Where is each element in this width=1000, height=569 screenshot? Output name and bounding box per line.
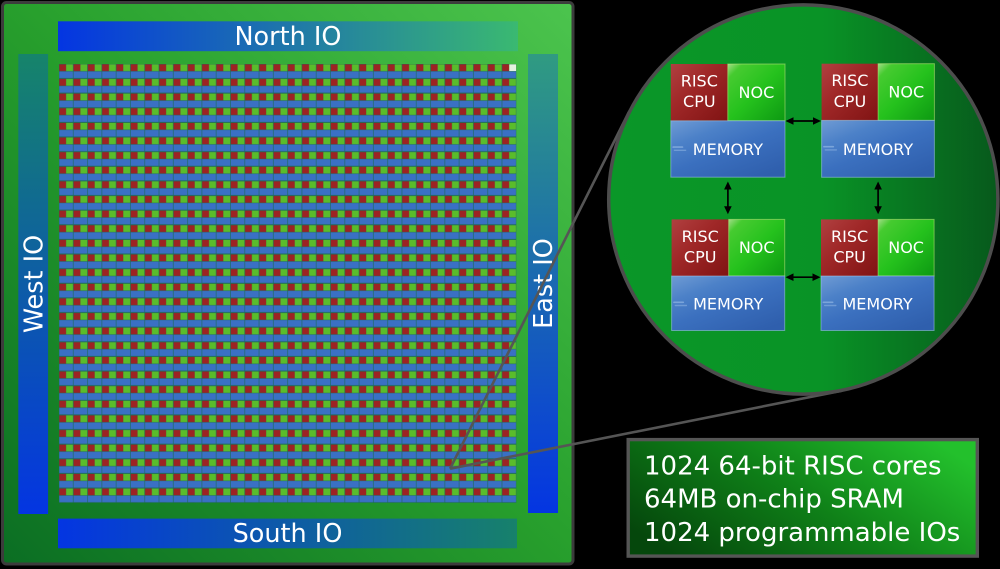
- callout-line-lower: [449, 389, 842, 470]
- memory-gloss-streak: [673, 149, 687, 151]
- zoom-circle: [606, 3, 1000, 396]
- memory-box: [670, 120, 786, 178]
- arrow-head-right: [812, 273, 821, 281]
- risc-cpu-label-line1: RISC: [831, 71, 868, 90]
- north-io-label: North IO: [234, 22, 341, 52]
- noc-box: [727, 63, 786, 122]
- info-box: 1024 64-bit RISC cores 64MB on-chip SRAM…: [626, 437, 980, 558]
- zoom-tile-top-left: RISC CPU NOC MEMORY: [670, 63, 786, 178]
- noc-label: NOC: [739, 238, 775, 257]
- memory-gloss-streak: [674, 304, 688, 307]
- risc-cpu-label-line2: CPU: [834, 92, 867, 111]
- info-line-3: 1024 programmable IOs: [644, 518, 960, 548]
- noc-label: NOC: [739, 83, 775, 102]
- west-io-label: West IO: [19, 235, 49, 333]
- interconnect-arrow-vertical-right: [874, 181, 882, 215]
- callout-line-upper: [448, 111, 631, 470]
- zoom-tile-top-right: RISC CPU NOC MEMORY: [821, 63, 935, 178]
- noc-box: [877, 218, 935, 277]
- arrow-head-top: [724, 181, 732, 190]
- risc-cpu-label-line2: CPU: [833, 248, 866, 267]
- risc-cpu-label-line1: RISC: [831, 227, 868, 246]
- memory-label: MEMORY: [843, 295, 913, 314]
- interconnect-arrow-vertical-left: [724, 181, 732, 215]
- arrow-head-right: [813, 117, 821, 125]
- risc-cpu-box: [821, 63, 879, 121]
- interconnect-arrow-horizontal-bottom: [785, 273, 821, 281]
- zoom-tile-bottom-right: RISC CPU NOC MEMORY: [820, 218, 935, 331]
- memory-label: MEMORY: [843, 140, 913, 159]
- interconnect-arrows: [724, 117, 882, 281]
- arrow-head-left: [785, 273, 794, 281]
- north-io-bar: [58, 21, 518, 52]
- risc-cpu-label-line1: RISC: [682, 227, 719, 246]
- memory-box: [820, 275, 935, 331]
- zoom-tile-bottom-left: RISC CPU NOC MEMORY: [671, 218, 786, 331]
- memory-gloss-streak: [822, 301, 834, 304]
- memory-gloss-streak: [824, 149, 838, 151]
- risc-cpu-box: [670, 64, 728, 121]
- interconnect-arrow-horizontal-top: [785, 117, 821, 125]
- noc-label: NOC: [888, 238, 924, 257]
- highlighted-core-tile: [509, 64, 517, 72]
- south-io-label: South IO: [233, 519, 343, 549]
- chip-die: North IO South IO West IO East IO: [1, 1, 575, 566]
- info-box-body: [626, 437, 980, 558]
- callout: [448, 111, 842, 470]
- memory-gloss-streak: [823, 145, 835, 148]
- risc-cpu-box: [671, 219, 729, 276]
- memory-gloss-streak: [672, 146, 684, 148]
- risc-cpu-label-line1: RISC: [681, 71, 718, 90]
- arrow-head-bottom: [874, 206, 882, 215]
- risc-cpu-label-line2: CPU: [684, 248, 717, 267]
- info-line-2: 64MB on-chip SRAM: [644, 485, 904, 515]
- south-io-bar: [58, 518, 517, 549]
- memory-label: MEMORY: [693, 140, 763, 159]
- arrow-head-bottom: [724, 206, 732, 215]
- risc-cpu-box: [821, 219, 879, 276]
- memory-box: [671, 275, 786, 331]
- memory-gloss-streak: [824, 304, 837, 307]
- memory-gloss-streak: [673, 301, 685, 304]
- risc-cpu-label-line2: CPU: [683, 92, 716, 111]
- memory-label: MEMORY: [693, 295, 763, 314]
- memory-box: [821, 119, 935, 178]
- west-io-bar: [18, 54, 49, 514]
- noc-label: NOC: [888, 83, 924, 102]
- zoom-circle-group: RISC CPU NOC MEMORY RISC CPU NOC MEMORY …: [606, 3, 1000, 396]
- core-grid: [59, 64, 517, 503]
- arrow-head-top: [874, 181, 882, 190]
- arrow-head-left: [785, 117, 794, 125]
- info-line-1: 1024 64-bit RISC cores: [644, 452, 942, 482]
